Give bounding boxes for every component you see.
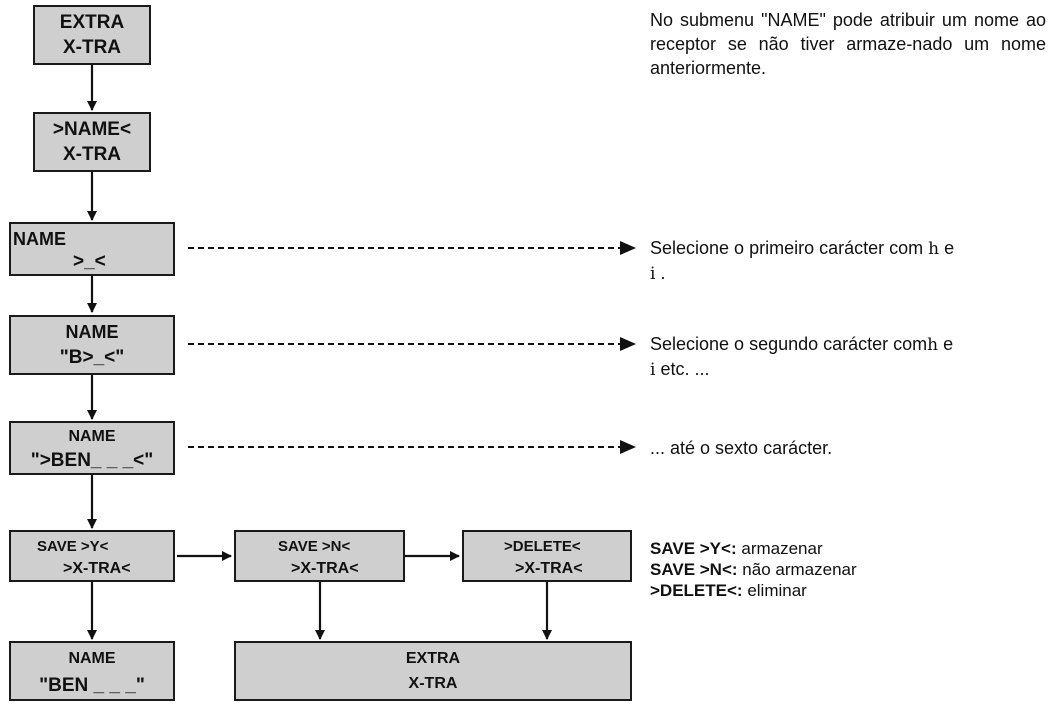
box-extra-top-line2: X-TRA (62, 37, 122, 58)
box-delete: >DELETE< >X-TRA< (462, 530, 632, 582)
legend-save-n-desc: não armazenar (742, 560, 857, 579)
down-key-icon: i (650, 360, 656, 380)
legend-save-y-key: SAVE >Y<: (650, 539, 737, 558)
box-name-result: NAME "BEN _ _ _" (9, 641, 175, 701)
step2-note: Selecione o segundo carácter comh e i et… (650, 332, 1050, 382)
step2-line1: Selecione o segundo carácter comh e (650, 332, 1050, 357)
box-name-ben-line1: NAME (68, 428, 116, 445)
legend-save-n: SAVE >N<: não armazenar (650, 559, 1050, 580)
box-save-n: SAVE >N< >X-TRA< (234, 530, 405, 582)
box-delete-line2: >X-TRA< (515, 560, 583, 577)
box-extra-top-line1: EXTRA (59, 12, 125, 33)
step1-text: Selecione o primeiro carácter com (650, 238, 924, 258)
box-name-ben-line2: ">BEN_ _ _<" (30, 450, 154, 471)
box-extra-top: EXTRA X-TRA (33, 5, 151, 65)
box-extra-bottom-line1: EXTRA (405, 650, 461, 667)
dashed-arrowhead-step2 (620, 337, 636, 351)
intro-note: No submenu "NAME" pode atribuir um nome … (650, 10, 1046, 78)
step1-note: Selecione o primeiro carácter com h e i … (650, 236, 1050, 286)
step1-line2: i . (650, 261, 1050, 286)
box-name-menu-line2: X-TRA (62, 144, 122, 165)
box-save-y-line2: >X-TRA< (63, 560, 131, 577)
box-name-blank-line2: >_< (73, 251, 106, 272)
step1-line1: Selecione o primeiro carácter com h e (650, 236, 1050, 261)
box-name-menu: >NAME< X-TRA (33, 112, 151, 172)
up-key-icon: h (928, 239, 940, 259)
box-name-result-line2: "BEN _ _ _" (39, 675, 145, 696)
box-name-blank-line1: NAME (13, 229, 66, 249)
step2-end: etc. ... (660, 359, 710, 379)
legend-delete-desc: eliminar (747, 581, 807, 600)
box-name-result-line1: NAME (68, 650, 116, 667)
box-delete-line1: >DELETE< (504, 538, 581, 555)
up-key-icon: h (927, 335, 939, 355)
step2-and: e (943, 334, 954, 354)
dashed-arrowhead-step3 (620, 440, 636, 454)
box-save-y: SAVE >Y< >X-TRA< (9, 530, 175, 582)
box-extra-bottom-line2: X-TRA (408, 675, 458, 692)
box-name-b-line1: NAME (65, 322, 119, 342)
step2-line2: i etc. ... (650, 357, 1050, 382)
box-name-menu-line1: >NAME< (52, 119, 132, 140)
legend-save-y: SAVE >Y<: armazenar (650, 538, 1050, 559)
step1-end: . (660, 263, 666, 283)
legend-delete: >DELETE<: eliminar (650, 580, 1050, 601)
step3-note: ... até o sexto carácter. (650, 438, 833, 458)
down-key-icon: i (650, 264, 656, 284)
legend-delete-key: >DELETE<: (650, 581, 743, 600)
legend-save-n-key: SAVE >N<: (650, 560, 738, 579)
box-name-b-line2: "B>_<" (59, 347, 125, 368)
box-save-n-line1: SAVE >N< (278, 538, 351, 555)
dashed-arrowhead-step1 (620, 241, 636, 255)
box-save-y-line1: SAVE >Y< (37, 538, 109, 555)
box-extra-bottom: EXTRA X-TRA (234, 641, 632, 701)
legend: SAVE >Y<: armazenar SAVE >N<: não armaze… (650, 538, 1050, 601)
step2-text: Selecione o segundo carácter com (650, 334, 928, 354)
step1-and: e (944, 238, 955, 258)
box-name-blank: NAME >_< (9, 222, 175, 276)
legend-save-y-desc: armazenar (741, 539, 823, 558)
box-name-b: NAME "B>_<" (9, 315, 175, 375)
box-save-n-line2: >X-TRA< (291, 560, 359, 577)
box-name-ben: NAME ">BEN_ _ _<" (9, 421, 175, 475)
